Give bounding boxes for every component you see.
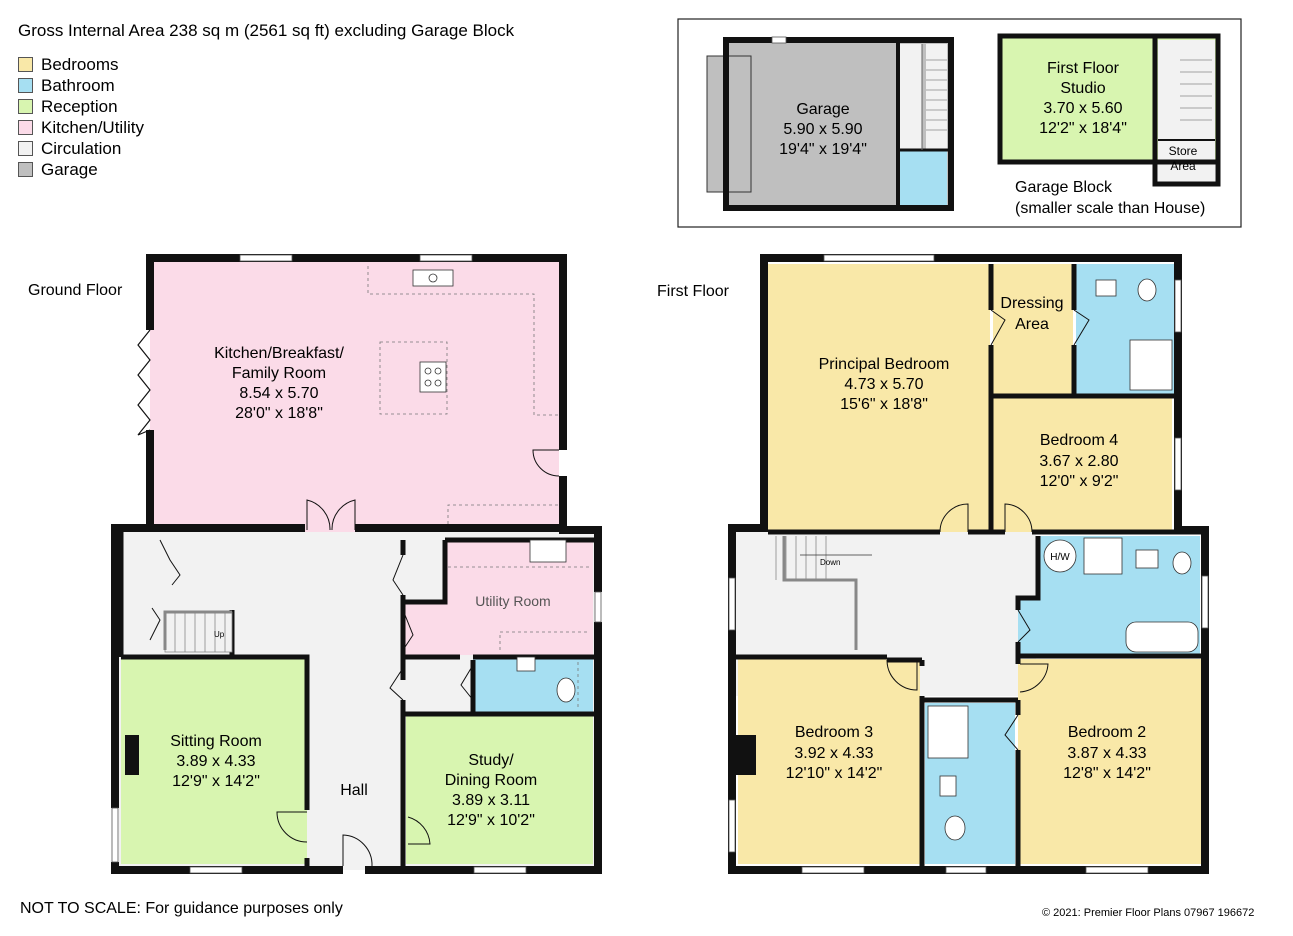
ground-floor-plan: Up Kitchen/Breakfast/ Family Room 8.54 x… [111, 254, 602, 874]
sitting-room-metric: 3.89 x 4.33 [176, 753, 255, 770]
garage-plan: Garage 5.90 x 5.90 19'4" x 19'4" [706, 36, 954, 211]
hot-water-cylinder-label: H/W [1050, 552, 1070, 563]
studio-imperial: 12'2" x 18'4" [1039, 120, 1127, 137]
disclaimer: NOT TO SCALE: For guidance purposes only [20, 900, 343, 917]
principal-bedroom-fill [768, 264, 990, 532]
kitchen-metric: 8.54 x 5.70 [239, 385, 318, 402]
garage-name: Garage [796, 101, 849, 118]
first-stair-handrail [782, 536, 858, 650]
utility-room-name: Utility Room [475, 593, 550, 609]
sitting-fireplace [125, 735, 139, 775]
principal-bedroom-imperial: 15'6" x 18'8" [840, 396, 928, 413]
sitting-room-name: Sitting Room [170, 733, 262, 750]
legend-item-bathroom: Bathroom [18, 75, 144, 96]
bedroom-3-fill [738, 659, 920, 864]
legend-item-garage: Garage [18, 159, 144, 180]
kitchen-name-line1: Kitchen/Breakfast/ [214, 345, 344, 362]
garage-block-frame [677, 18, 1242, 228]
study-metric: 3.89 x 3.11 [452, 792, 530, 809]
stairs-down-label: Down [820, 558, 840, 567]
bedroom-4-metric: 3.67 x 2.80 [1039, 453, 1118, 470]
legend-swatch [18, 141, 33, 156]
gross-area-heading: Gross Internal Area 238 sq m (2561 sq ft… [18, 21, 515, 40]
garage-block-subtitle: (smaller scale than House) [1015, 200, 1205, 217]
studio-metric: 3.70 x 5.60 [1043, 100, 1122, 117]
first-floor-plan: Down H/W Principal Bedroom 4.73 x 5.70 1… [728, 254, 1209, 874]
bedroom-2-name: Bedroom 2 [1068, 724, 1146, 741]
bedroom-2-metric: 3.87 x 4.33 [1067, 745, 1146, 762]
dressing-area-name-line2: Area [1015, 316, 1049, 333]
sitting-room-imperial: 12'9" x 14'2" [172, 773, 260, 790]
ground-floor-label: Ground Floor [28, 282, 123, 299]
stairs-up-label: Up [214, 630, 225, 639]
legend-swatch [18, 57, 33, 72]
garage-block-title: Garage Block [1015, 179, 1113, 196]
principal-bedroom-metric: 4.73 x 5.70 [844, 376, 923, 393]
sitting-room-fill [121, 657, 307, 864]
garage-metric: 5.90 x 5.90 [783, 121, 862, 138]
garage-imperial: 19'4" x 19'4" [779, 141, 867, 158]
bedroom-2-fill [1018, 659, 1201, 864]
legend-item-circulation: Circulation [18, 138, 144, 159]
dressing-area-fill [993, 264, 1073, 394]
kitchen-name-line2: Family Room [232, 365, 326, 382]
studio-plan: First Floor Studio 3.70 x 5.60 12'2" x 1… [997, 33, 1221, 187]
first-floor-label: First Floor [657, 283, 729, 300]
bedroom-3-metric: 3.92 x 4.33 [794, 745, 873, 762]
bedroom-4-imperial: 12'0" x 9'2" [1040, 473, 1119, 490]
kitchen-fill [150, 262, 559, 532]
garage-wc [898, 150, 947, 206]
legend-swatch [18, 162, 33, 177]
studio-name-line1: First Floor [1047, 60, 1120, 77]
legend-item-reception: Reception [18, 96, 144, 117]
principal-bedroom-name: Principal Bedroom [819, 356, 950, 373]
legend-swatch [18, 99, 33, 114]
store-label-line1: Store [1169, 144, 1198, 158]
bedroom-3-chimney [736, 735, 756, 775]
legend: Bedrooms Bathroom Reception Kitchen/Util… [18, 54, 144, 180]
study-fill [406, 716, 593, 864]
dressing-area-name-line1: Dressing [1000, 295, 1063, 312]
legend-item-bedrooms: Bedrooms [18, 54, 144, 75]
copyright: © 2021: Premier Floor Plans 07967 196672 [1042, 907, 1255, 919]
kitchen-imperial: 28'0" x 18'8" [235, 405, 323, 422]
bedroom-3-imperial: 12'10" x 14'2" [786, 765, 883, 782]
bedroom-3-name: Bedroom 3 [795, 724, 873, 741]
study-name-line1: Study/ [468, 752, 514, 769]
bifold-door [137, 329, 151, 436]
bedroom-4-fill [993, 398, 1172, 532]
study-imperial: 12'9" x 10'2" [447, 812, 535, 829]
garage-stair-area [898, 44, 922, 150]
legend-item-kitchen-utility: Kitchen/Utility [18, 117, 144, 138]
bedroom-4-name: Bedroom 4 [1040, 432, 1118, 449]
ground-stair-handrail [163, 610, 232, 650]
hall-name: Hall [340, 782, 368, 799]
studio-name-line2: Studio [1060, 80, 1105, 97]
bedroom-2-imperial: 12'8" x 14'2" [1063, 765, 1151, 782]
legend-swatch [18, 78, 33, 93]
store-label-line2: Area [1170, 159, 1196, 173]
legend-swatch [18, 120, 33, 135]
study-name-line2: Dining Room [445, 772, 537, 789]
